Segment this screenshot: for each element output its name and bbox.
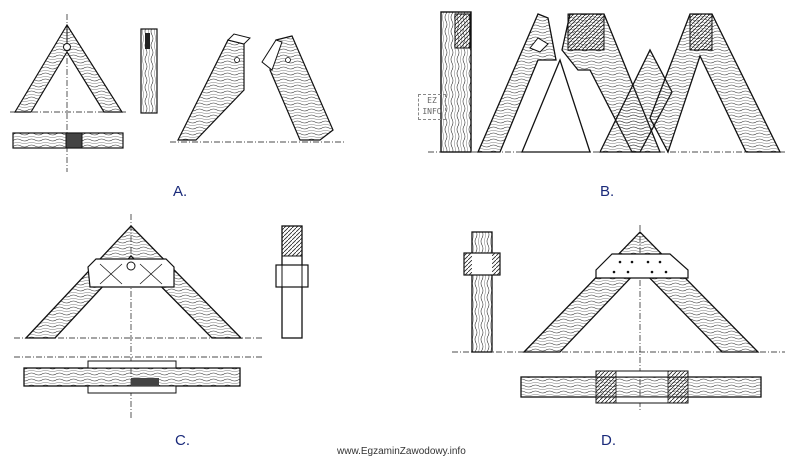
- joint-b: [428, 11, 785, 154]
- joint-d: [452, 225, 785, 412]
- label-c: C.: [175, 432, 190, 449]
- label-b: B.: [600, 183, 615, 200]
- info-stamp: EZ INFO: [418, 94, 446, 120]
- watermark: www.EgzaminZawodowy.info: [337, 446, 466, 457]
- label-a: A.: [173, 183, 188, 200]
- stamp-line-1: EZ: [427, 96, 437, 105]
- stamp-line-2: INFO: [422, 107, 442, 116]
- label-d: D.: [601, 432, 616, 449]
- joint-c: [14, 214, 309, 418]
- joint-a: [10, 14, 345, 172]
